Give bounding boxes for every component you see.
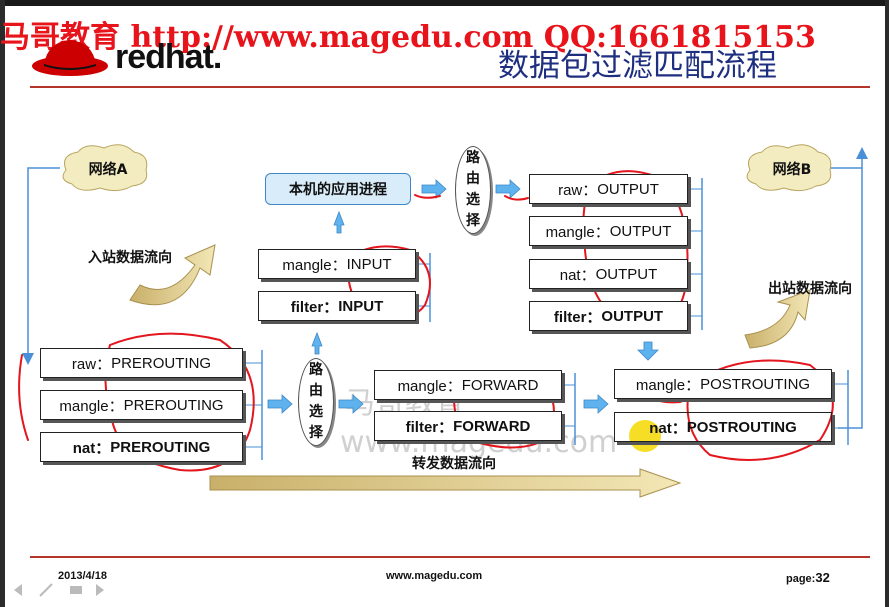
postrouting-nat: nat：POSTROUTING xyxy=(614,412,832,442)
prerouting-raw: raw：PREROUTING xyxy=(40,348,243,378)
routing-decision-top: 路 由 选 择 xyxy=(455,146,491,234)
header-divider xyxy=(30,86,870,88)
chain-name: PREROUTING xyxy=(110,438,211,456)
pen-icon[interactable] xyxy=(39,583,53,597)
slide-title: 数据包过滤匹配流程 xyxy=(498,48,777,84)
forward-mangle: mangle：FORWARD xyxy=(374,370,562,400)
window-right-edge xyxy=(885,0,889,607)
chain-name: FORWARD xyxy=(453,417,531,435)
window-left-edge xyxy=(0,0,5,607)
site-watermark: 马哥教育 http://www.magedu.com QQ:1661815153 xyxy=(0,20,816,55)
inbound-flow-label: 入站数据流向 xyxy=(88,250,172,266)
chain-name: PREROUTING xyxy=(111,354,212,372)
routing-decision-middle: 路 由 选 择 xyxy=(298,358,334,446)
chain-name: OUTPUT xyxy=(595,265,658,283)
chain-name: PREROUTING xyxy=(123,396,224,414)
footer-date: 2013/4/18 xyxy=(58,570,107,582)
table-name: mangle： xyxy=(635,376,701,394)
table-name: mangle： xyxy=(545,223,610,241)
input-mangle: mangle：INPUT xyxy=(258,249,416,279)
table-name: raw： xyxy=(71,355,112,373)
chain-name: OUTPUT xyxy=(601,307,664,325)
chain-name: POSTROUTING xyxy=(686,418,797,436)
table-name: filter： xyxy=(553,308,602,326)
input-filter: filter：INPUT xyxy=(258,291,416,321)
prev-slide-icon[interactable] xyxy=(14,584,22,596)
table-name: filter： xyxy=(405,418,454,436)
chain-name: OUTPUT xyxy=(597,180,659,198)
chain-name: OUTPUT xyxy=(609,222,672,240)
output-filter: filter：OUTPUT xyxy=(529,301,688,331)
output-nat: nat：OUTPUT xyxy=(529,259,688,289)
table-name: mangle： xyxy=(397,377,462,395)
chain-name: FORWARD xyxy=(461,376,539,394)
output-raw: raw：OUTPUT xyxy=(529,174,688,204)
redhat-hat-icon xyxy=(32,40,108,76)
chain-name: INPUT xyxy=(346,255,392,273)
outbound-flow-label: 出站数据流向 xyxy=(768,281,852,297)
chain-name: POSTROUTING xyxy=(700,375,811,393)
next-slide-icon[interactable] xyxy=(96,584,104,596)
table-name: nat： xyxy=(649,419,687,437)
table-name: filter： xyxy=(290,298,339,316)
footer-page: page:32 xyxy=(786,570,830,585)
table-name: mangle： xyxy=(282,256,347,274)
table-name: mangle： xyxy=(59,397,124,415)
table-name: nat： xyxy=(559,266,596,284)
redhat-logo-text: redhat. xyxy=(115,38,222,76)
network-a-label: 网络A xyxy=(88,162,128,178)
table-name: nat： xyxy=(72,439,111,457)
postrouting-mangle: mangle：POSTROUTING xyxy=(614,369,832,399)
forward-filter: filter：FORWARD xyxy=(374,411,562,441)
output-mangle: mangle：OUTPUT xyxy=(529,216,688,246)
prerouting-mangle: mangle：PREROUTING xyxy=(40,390,243,420)
page-label: page: xyxy=(786,573,816,585)
prerouting-nat: nat：PREROUTING xyxy=(40,432,243,462)
chain-name: INPUT xyxy=(338,297,384,315)
forward-flow-label: 转发数据流向 xyxy=(412,456,496,472)
menu-icon[interactable] xyxy=(70,586,82,594)
page-number: 32 xyxy=(815,570,830,585)
local-process-box: 本机的应用进程 xyxy=(265,173,411,205)
table-name: raw： xyxy=(558,181,598,199)
footer-site: www.magedu.com xyxy=(386,570,483,582)
footer-divider xyxy=(30,556,870,558)
network-b-label: 网络B xyxy=(772,162,812,178)
window-top-bar xyxy=(0,0,889,6)
